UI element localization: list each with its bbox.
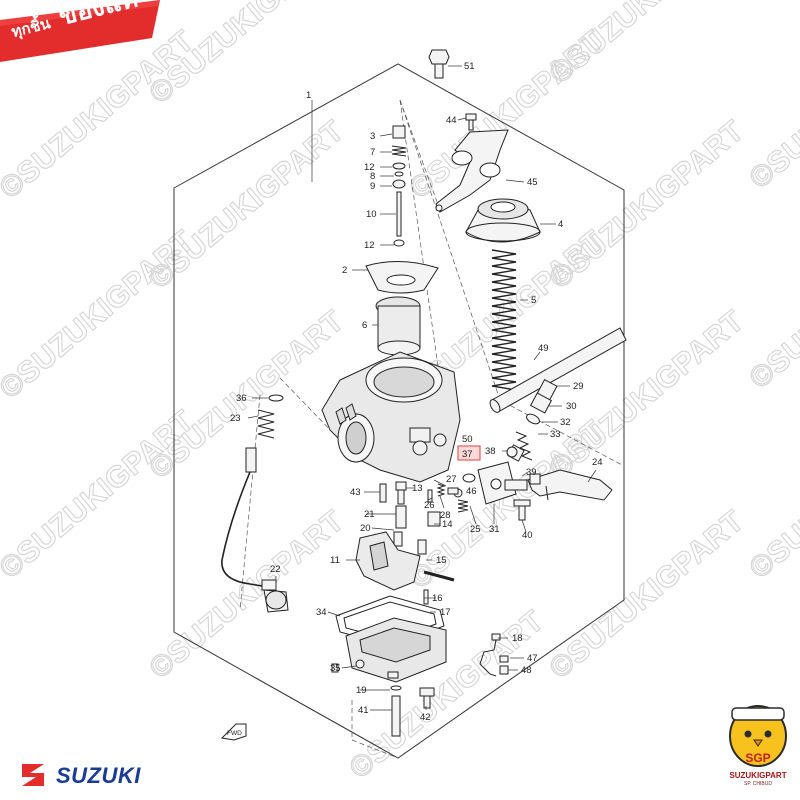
leader-lines (247, 65, 597, 711)
callout-label[interactable]: 29 (573, 381, 584, 392)
watermark: ©SUZUKIGPART (743, 14, 800, 195)
callout-label[interactable]: 35 (330, 663, 341, 674)
fwd-arrow: FWD (220, 723, 247, 741)
callout-label[interactable]: 19 (356, 685, 367, 696)
part-diaphragm-2 (365, 260, 439, 294)
callout-label[interactable]: 9 (370, 181, 375, 192)
part-cap-4 (465, 198, 541, 243)
mascot-sub: SP. CHIBUD (744, 781, 772, 787)
watermark: ©SUZUKIGPART (743, 404, 800, 585)
callout-label[interactable]: 33 (550, 429, 561, 440)
callout-label[interactable]: 8 (370, 171, 375, 182)
part-bracket-45 (435, 113, 509, 213)
part-bracket-18 (479, 633, 509, 677)
part-fitting-31 (447, 446, 528, 505)
callout-label[interactable]: 40 (522, 530, 533, 541)
callout-label[interactable]: 13 (412, 483, 423, 494)
callout-label[interactable]: 37 (462, 449, 473, 460)
callout-label[interactable]: 45 (527, 177, 538, 188)
brand-name: SUZUKI (56, 763, 141, 788)
badge-shape (0, 0, 160, 62)
callout-label[interactable]: 49 (538, 343, 549, 354)
callout-label[interactable]: 46 (466, 486, 477, 497)
callout-label[interactable]: 11 (330, 555, 340, 566)
callout-label[interactable]: 30 (566, 401, 577, 412)
callout-label[interactable]: 16 (432, 593, 443, 604)
part-tube-24 (527, 469, 613, 501)
callout-label[interactable]: 10 (366, 209, 377, 220)
part-drain-41 (331, 663, 435, 737)
callout-label[interactable]: 12 (364, 162, 375, 173)
callout-label[interactable]: 1 (306, 90, 311, 101)
callout-label[interactable]: 44 (446, 115, 457, 126)
callout-label[interactable]: 4 (558, 219, 563, 230)
callout-label[interactable]: 26 (424, 500, 435, 511)
callout-label[interactable]: 38 (485, 446, 496, 457)
callout-label[interactable]: 50 (462, 434, 473, 445)
callout-label[interactable]: 34 (316, 607, 327, 618)
watermark: ©SUZUKIGPART (0, 404, 200, 585)
callout-label[interactable]: 31 (489, 524, 500, 535)
callout-label[interactable]: 32 (560, 417, 571, 428)
callout-label[interactable]: 7 (370, 147, 375, 158)
callout-label[interactable]: 42 (420, 712, 431, 723)
part-float-11 (355, 531, 427, 591)
callout-label[interactable]: 12 (364, 240, 375, 251)
callout-label[interactable]: 17 (440, 607, 451, 618)
callouts: 1 51 44 45 3 7 12 8 9 4 10 12 2 5 6 49 2… (230, 61, 603, 723)
part-spring-5 (491, 249, 517, 391)
callout-label[interactable]: 25 (470, 524, 481, 535)
callout-label[interactable]: 51 (464, 61, 475, 72)
part-jets (379, 481, 469, 529)
part-choke-cable-22 (221, 394, 289, 613)
part-bolt-51 (428, 49, 450, 79)
part-hose-49 (489, 327, 627, 413)
callout-label[interactable]: 22 (270, 564, 281, 575)
part-float-bowl (345, 617, 447, 683)
callout-label[interactable]: 47 (527, 653, 538, 664)
callout-label[interactable]: 48 (521, 665, 532, 676)
mascot-cap-text: SGP (745, 751, 770, 765)
part-gasket-34 (335, 595, 445, 647)
genuine-badge: ทุกชิ้น ของแท้ (0, 0, 170, 62)
callout-label[interactable]: 5 (531, 295, 536, 306)
callout-label[interactable]: 36 (236, 393, 247, 404)
callout-label[interactable]: 3 (370, 131, 375, 142)
callout-label[interactable]: 28 (440, 510, 451, 521)
part-float-pin-16 (423, 570, 455, 605)
callout-label[interactable]: 41 (358, 705, 369, 716)
callout-label[interactable]: 39 (526, 467, 537, 478)
assembly-frame (173, 63, 625, 759)
watermark: ©SUZUKIGPART (543, 504, 750, 685)
callout-label[interactable]: 24 (592, 457, 603, 468)
callout-label[interactable]: 23 (230, 413, 241, 424)
callout-label[interactable]: 14 (442, 519, 453, 530)
suzuki-s-icon (22, 764, 44, 786)
mascot-label: SUZUKIGPART (729, 771, 787, 780)
watermark: ©SUZUKIGPART (743, 214, 800, 395)
suzuki-logo: SUZUKI (16, 760, 166, 790)
part-piston-6 (375, 296, 421, 356)
callout-label[interactable]: 20 (360, 523, 371, 534)
part-oring-37 (462, 473, 476, 483)
fwd-label: FWD (227, 730, 242, 737)
callout-label[interactable]: 2 (342, 265, 347, 276)
callout-label[interactable]: 43 (350, 487, 361, 498)
part-needle-stack-10 (391, 125, 407, 247)
badge-line-small: ทุกชิ้น (9, 14, 53, 42)
watermark: ©SUZUKIGPART (0, 224, 200, 405)
callout-label[interactable]: 18 (512, 633, 523, 644)
sgp-mascot: SGP SUZUKIGPART SP. CHIBUD (722, 694, 794, 792)
callout-label[interactable]: 6 (362, 320, 367, 331)
callout-label[interactable]: 27 (446, 474, 457, 485)
mascot-chick-icon: SGP (729, 705, 787, 767)
highlight-part-37[interactable] (457, 445, 481, 461)
parts-layer: FWD (220, 49, 627, 741)
callout-label[interactable]: 15 (436, 555, 447, 566)
callout-label[interactable]: 21 (364, 509, 375, 520)
part-carburetor-body (321, 351, 461, 483)
